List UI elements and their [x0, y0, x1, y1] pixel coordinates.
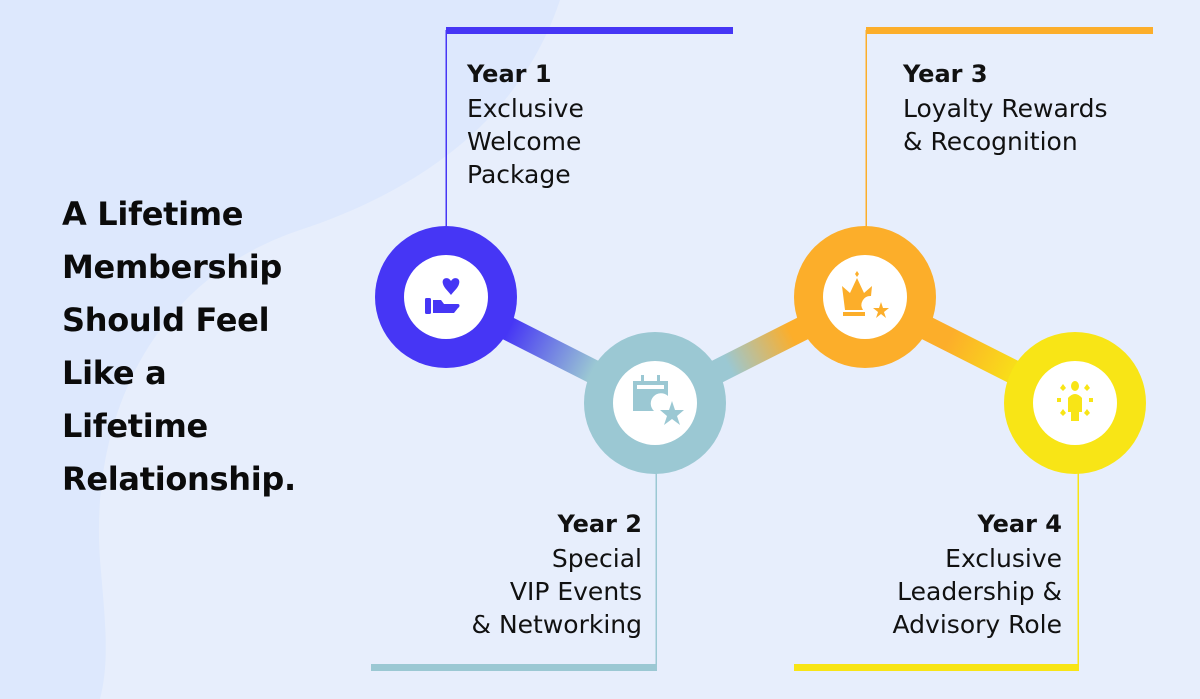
milestone-node-2 [584, 332, 726, 474]
headline-line: Relationship. [62, 460, 296, 498]
milestone-line: Welcome [467, 127, 582, 156]
milestone-node-4 [1004, 332, 1146, 474]
milestone-text-year4: Year 4 Exclusive Leadership & Advisory R… [893, 506, 1062, 641]
milestone-node-1 [375, 226, 517, 368]
milestone-year: Year 4 [977, 510, 1062, 538]
headline-line: Should Feel [62, 301, 270, 339]
milestone-line: Exclusive [467, 94, 584, 123]
headline-line: Like a [62, 354, 167, 392]
milestone-year: Year 1 [467, 60, 552, 88]
milestone-line: & Recognition [903, 127, 1078, 156]
milestone-line: Package [467, 160, 571, 189]
milestone-line: Leadership & [897, 577, 1062, 606]
milestone-line: & Networking [471, 610, 642, 639]
milestone-line: Loyalty Rewards [903, 94, 1108, 123]
milestone-line: VIP Events [509, 577, 642, 606]
year1-frame [445, 27, 733, 230]
leader-person-icon [1057, 381, 1093, 421]
milestone-year: Year 3 [903, 60, 988, 88]
milestone-line: Exclusive [945, 544, 1062, 573]
headline: A Lifetime Membership Should Feel Like a… [62, 188, 296, 506]
headline-line: A Lifetime [62, 195, 244, 233]
hand-heart-icon [425, 278, 460, 314]
year2-frame [371, 470, 657, 671]
headline-line: Membership [62, 248, 282, 286]
milestone-line: Special [551, 544, 642, 573]
milestone-line: Advisory Role [892, 610, 1062, 639]
milestone-node-3 [794, 226, 936, 368]
year4-frame [794, 470, 1079, 671]
headline-line: Lifetime [62, 407, 208, 445]
year3-frame [865, 27, 1153, 230]
milestone-text-year1: Year 1 Exclusive Welcome Package [467, 56, 584, 191]
milestone-text-year3: Year 3 Loyalty Rewards & Recognition [903, 56, 1108, 158]
milestone-year: Year 2 [557, 510, 642, 538]
crown-star-icon [842, 271, 889, 318]
calendar-star-icon [633, 375, 684, 425]
milestone-text-year2: Year 2 Special VIP Events & Networking [472, 506, 642, 641]
